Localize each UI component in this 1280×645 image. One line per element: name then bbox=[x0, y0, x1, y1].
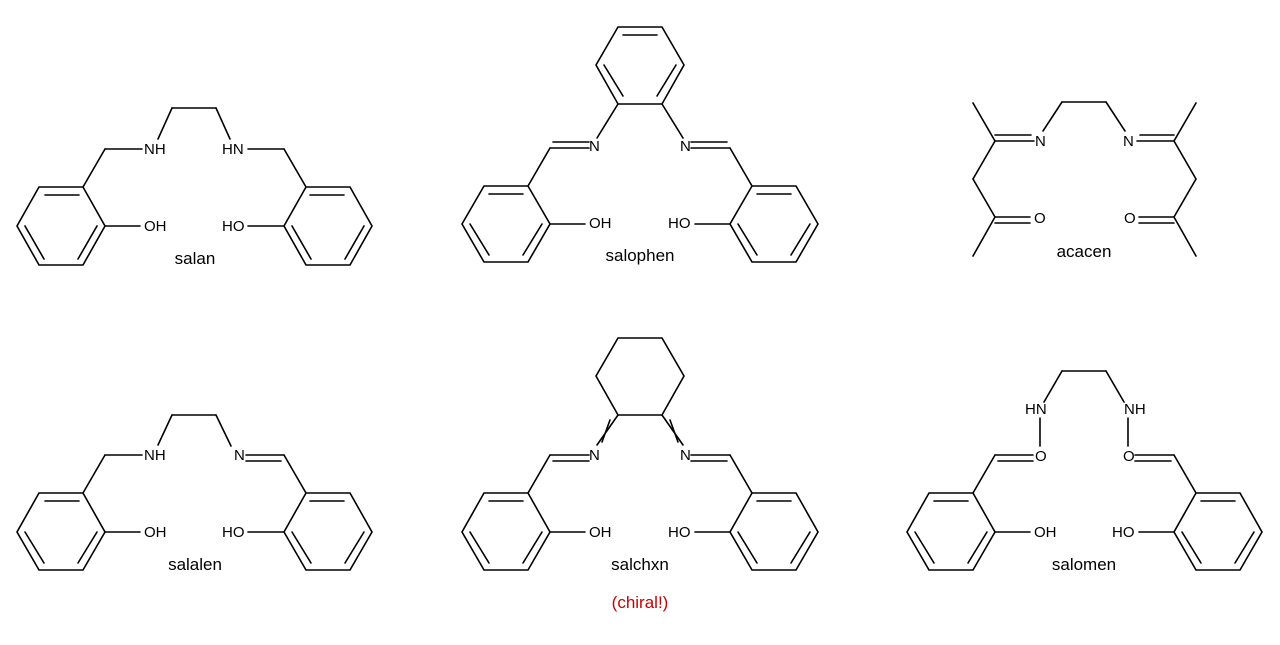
compound-name-salomen: salomen bbox=[1052, 555, 1116, 574]
atom-nh: NH bbox=[144, 141, 166, 158]
atom-n-right: N bbox=[680, 138, 691, 155]
atom-nh: NH bbox=[144, 447, 166, 464]
atom-ho: HO bbox=[668, 215, 691, 232]
atom-ho: HO bbox=[668, 524, 691, 541]
atom-o-right: O bbox=[1123, 448, 1135, 465]
atom-o-right: O bbox=[1124, 210, 1136, 227]
structure-acacen: N N O O acacen bbox=[972, 101, 1197, 261]
structure-salomen: HN NH O O OH HO salomen bbox=[906, 370, 1263, 574]
atom-oh: OH bbox=[1034, 524, 1057, 541]
atom-n-left: N bbox=[589, 138, 600, 155]
atom-n-left: N bbox=[1035, 133, 1046, 150]
compound-name-salchxn: salchxn bbox=[611, 555, 669, 574]
compound-name-salophen: salophen bbox=[605, 246, 674, 265]
chiral-note: (chiral!) bbox=[612, 593, 669, 612]
atom-hn: HN bbox=[1025, 401, 1047, 418]
atom-hn: HN bbox=[222, 141, 244, 158]
atom-n-right: N bbox=[680, 447, 691, 464]
structure-salchxn: N N OH HO salchxn (chiral!) bbox=[461, 337, 819, 612]
compound-name-acacen: acacen bbox=[1057, 242, 1112, 261]
atom-oh: OH bbox=[144, 218, 167, 235]
structure-salan: NH HN OH HO salan bbox=[16, 107, 373, 268]
atom-ho: HO bbox=[1112, 524, 1135, 541]
structure-salophen: N N OH HO salophen bbox=[461, 26, 819, 265]
structure-salalen: NH N OH HO salalen bbox=[16, 414, 373, 574]
atom-oh: OH bbox=[144, 524, 167, 541]
atom-n-right: N bbox=[1123, 133, 1134, 150]
atom-nh: NH bbox=[1124, 401, 1146, 418]
atom-o-left: O bbox=[1035, 448, 1047, 465]
atom-ho: HO bbox=[222, 218, 245, 235]
atom-oh: OH bbox=[589, 215, 612, 232]
atom-ho: HO bbox=[222, 524, 245, 541]
compound-name-salalen: salalen bbox=[168, 555, 222, 574]
atom-n: N bbox=[234, 447, 245, 464]
compound-name-salan: salan bbox=[175, 249, 216, 268]
atom-o-left: O bbox=[1034, 210, 1046, 227]
atom-n-left: N bbox=[589, 447, 600, 464]
atom-oh: OH bbox=[589, 524, 612, 541]
